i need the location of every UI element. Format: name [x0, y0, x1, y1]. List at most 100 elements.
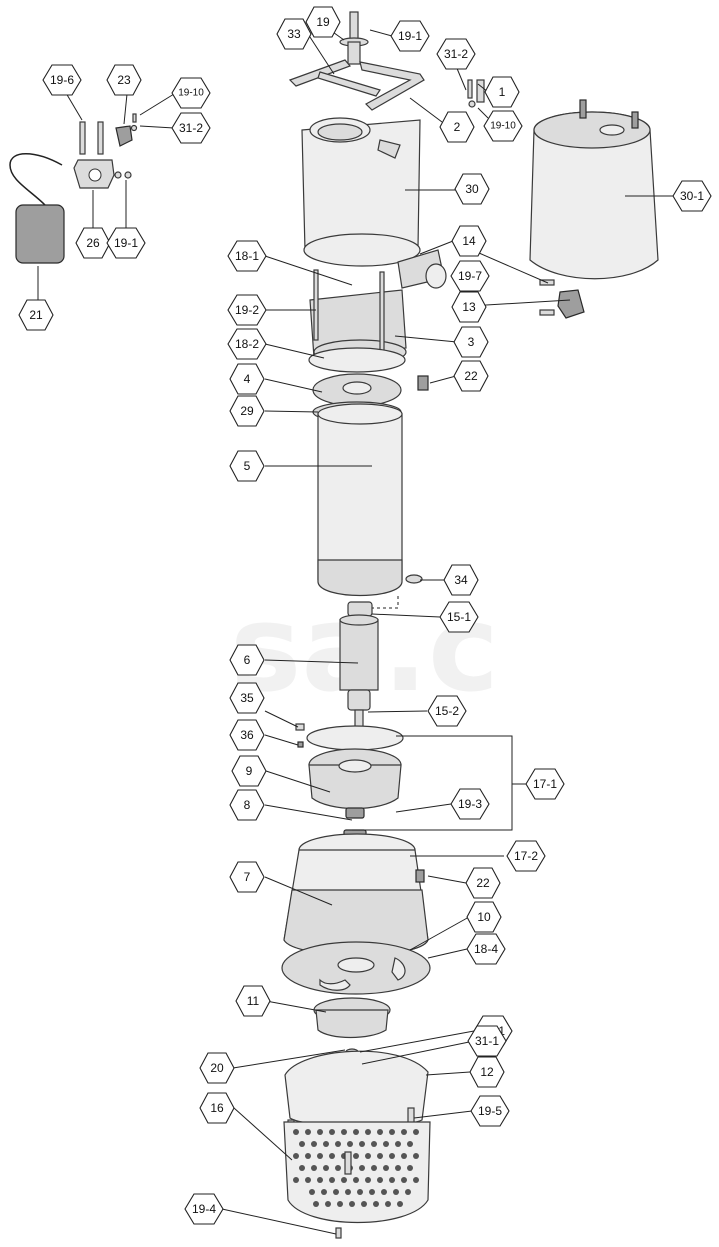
callout-2: 2	[439, 111, 475, 143]
svg-text:7: 7	[244, 870, 251, 884]
callout-18-1: 18-1	[227, 240, 267, 272]
callout-19-6: 19-6	[42, 64, 82, 96]
svg-text:3: 3	[468, 335, 475, 349]
callout-19-10-left: 19-10	[171, 77, 211, 109]
callout-29: 29	[229, 395, 265, 427]
svg-text:35: 35	[240, 691, 254, 705]
handle-bar	[359, 61, 425, 111]
svg-text:19-2: 19-2	[235, 303, 259, 317]
svg-text:12: 12	[480, 1065, 494, 1079]
callout-31-2-top: 31-2	[436, 38, 476, 70]
callout-15-1: 15-1	[439, 601, 479, 633]
callout-11: 11	[235, 985, 271, 1017]
svg-text:26: 26	[86, 236, 100, 250]
callout-16: 16	[199, 1092, 235, 1124]
callout-12: 12	[469, 1056, 505, 1088]
svg-text:22: 22	[464, 369, 478, 383]
callout-34: 34	[443, 564, 479, 596]
svg-text:8: 8	[244, 798, 251, 812]
svg-text:29: 29	[240, 404, 254, 418]
svg-text:36: 36	[240, 728, 254, 742]
svg-text:30-1: 30-1	[680, 189, 704, 203]
callout-14: 14	[451, 225, 487, 257]
svg-text:13: 13	[462, 300, 476, 314]
svg-text:17-1: 17-1	[533, 777, 557, 791]
callout-15-2: 15-2	[427, 695, 467, 727]
bolt	[97, 121, 104, 155]
callout-18-4: 18-4	[466, 933, 506, 965]
svg-text:2: 2	[454, 120, 461, 134]
impeller	[313, 997, 391, 1039]
strainer-holes	[293, 1129, 419, 1207]
callout-21: 21	[18, 299, 54, 331]
fitting	[115, 125, 133, 147]
rotor	[339, 601, 379, 751]
callout-8: 8	[229, 789, 265, 821]
callout-19-2: 19-2	[227, 294, 267, 326]
callout-26: 26	[75, 227, 111, 259]
svg-text:15-2: 15-2	[435, 704, 459, 718]
svg-text:19-5: 19-5	[478, 1104, 502, 1118]
callout-19-5: 19-5	[470, 1095, 510, 1127]
callout-19-3: 19-3	[450, 788, 490, 820]
callout-1: 1	[484, 76, 520, 108]
callout-31-1: 31-1	[467, 1025, 507, 1057]
lower-bearing-plate	[295, 723, 404, 810]
svg-text:6: 6	[244, 653, 251, 667]
svg-text:19-10: 19-10	[490, 121, 516, 132]
callout-19: 19	[305, 6, 341, 38]
callout-19-10-top: 19-10	[483, 110, 523, 142]
callout-35: 35	[229, 682, 265, 714]
callout-19-4: 19-4	[184, 1193, 224, 1225]
callout-19-7: 19-7	[450, 260, 490, 292]
callout-19-1-left: 19-1	[106, 227, 146, 259]
top-cover	[301, 117, 421, 267]
svg-text:18-2: 18-2	[235, 337, 259, 351]
svg-text:10: 10	[477, 910, 491, 924]
bolt	[79, 121, 86, 155]
svg-text:9: 9	[246, 764, 253, 778]
callout-5: 5	[229, 450, 265, 482]
callout-36: 36	[229, 719, 265, 751]
svg-text:18-1: 18-1	[235, 249, 259, 263]
callout-3: 3	[453, 326, 489, 358]
svg-text:30: 30	[465, 182, 479, 196]
cover-variant	[529, 99, 659, 280]
callout-31-2-left: 31-2	[171, 112, 211, 144]
callout-33: 33	[276, 18, 312, 50]
svg-text:19-10: 19-10	[178, 88, 204, 99]
callout-30: 30	[454, 173, 490, 205]
svg-text:5: 5	[244, 459, 251, 473]
svg-text:18-4: 18-4	[474, 942, 498, 956]
callout-18-2: 18-2	[227, 328, 267, 360]
svg-text:15-1: 15-1	[447, 610, 471, 624]
svg-text:19-4: 19-4	[192, 1202, 216, 1216]
svg-text:19-7: 19-7	[458, 269, 482, 283]
svg-text:33: 33	[287, 27, 301, 41]
callout-9: 9	[231, 755, 267, 787]
svg-text:34: 34	[454, 573, 468, 587]
float-switch-assembly	[9, 113, 138, 264]
svg-text:23: 23	[117, 73, 131, 87]
svg-text:11: 11	[247, 994, 260, 1008]
leader-lines	[37, 29, 673, 1235]
svg-text:16: 16	[210, 1101, 224, 1115]
callout-10: 10	[466, 901, 502, 933]
svg-text:19: 19	[316, 15, 330, 29]
callout-labels: 33 19 19-1 31-2 1 19-10 2 19-6 23 19-10 …	[18, 6, 712, 1225]
wear-plate	[281, 941, 431, 995]
svg-text:21: 21	[29, 308, 43, 322]
svg-text:4: 4	[244, 372, 251, 386]
svg-text:14: 14	[462, 234, 476, 248]
callout-30-1: 30-1	[672, 180, 712, 212]
washer	[405, 574, 423, 584]
callout-22-top: 22	[453, 360, 489, 392]
svg-text:31-2: 31-2	[444, 47, 468, 61]
svg-text:31-1: 31-1	[475, 1034, 499, 1048]
callout-22-bottom: 22	[465, 867, 501, 899]
svg-text:17-2: 17-2	[514, 849, 538, 863]
callout-19-1-top: 19-1	[390, 20, 430, 52]
svg-text:19-6: 19-6	[50, 73, 74, 87]
callout-17-1: 17-1	[525, 768, 565, 800]
